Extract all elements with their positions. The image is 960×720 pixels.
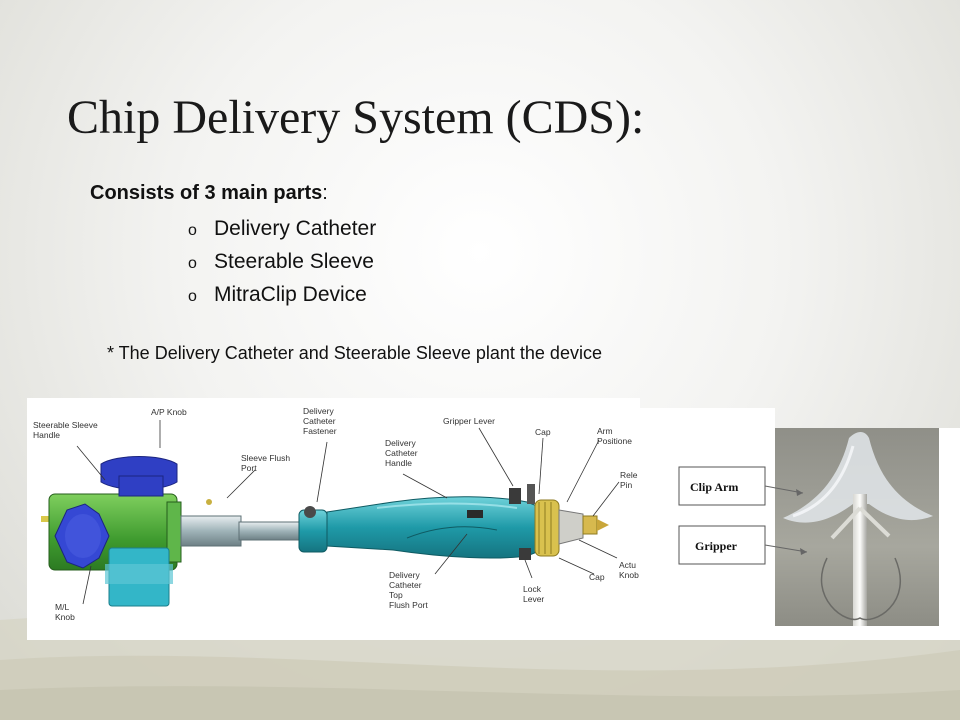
- clip-arm-callout: Clip Arm: [678, 466, 804, 506]
- list-item: o MitraClip Device: [188, 278, 376, 311]
- gripper-lever: [509, 488, 521, 504]
- part-label: MitraClip Device: [214, 283, 367, 306]
- bullet-glyph: o: [188, 255, 197, 272]
- part-label: Steerable Sleeve: [214, 250, 374, 273]
- label-delivery-catheter-fastener: Delivery Catheter Fastener: [303, 406, 338, 436]
- page-title: Chip Delivery System (CDS):: [67, 91, 645, 144]
- label-ap-knob: A/P Knob: [151, 407, 187, 417]
- label-lock-lever: Lock Lever: [523, 584, 544, 604]
- gripper-callout: Gripper: [678, 525, 808, 565]
- footnote: * The Delivery Catheter and Steerable Sl…: [107, 343, 602, 363]
- intro-colon: :: [322, 182, 328, 204]
- label-delivery-catheter-handle: Delivery Catheter Handle: [385, 438, 420, 468]
- cds-device-figure: Clip Arm Gripper: [27, 398, 960, 640]
- device-drawing: [41, 456, 609, 607]
- list-item: o Steerable Sleeve: [188, 245, 376, 278]
- label-cap-top: Cap: [535, 427, 551, 437]
- part-label: Delivery Catheter: [214, 217, 377, 240]
- label-ml-knob: M/L Knob: [55, 602, 75, 622]
- actuator-knob: [558, 509, 584, 545]
- label-cap-bottom: Cap: [589, 572, 605, 582]
- lock-lever: [519, 548, 531, 560]
- mitraclip-image: [783, 432, 933, 626]
- label-steerable-sleeve-handle: Steerable Sleeve Handle: [33, 420, 100, 440]
- list-item: o Delivery Catheter: [188, 212, 376, 245]
- leader-lines: [76, 420, 620, 605]
- label-gripper-lever: Gripper Lever: [443, 416, 495, 426]
- label-actuator-knob: Actu Knob: [619, 560, 639, 580]
- gripper-label: Gripper: [695, 539, 738, 553]
- intro-text: Consists of 3 main parts:: [90, 182, 328, 205]
- bullet-glyph: o: [188, 222, 197, 239]
- intro-bold: Consists of 3 main parts: [90, 182, 323, 204]
- diagram-labels: Steerable Sleeve Handle A/P Knob Deliver…: [33, 406, 640, 622]
- clip-arm-label: Clip Arm: [690, 480, 738, 494]
- callout-panel: [640, 408, 775, 640]
- label-sleeve-flush-port: Sleeve Flush Port: [241, 453, 293, 473]
- label-arm-positioner: Arm Positione: [597, 426, 632, 446]
- label-release-pin: Rele Pin: [620, 470, 640, 490]
- bullet-glyph: o: [188, 288, 197, 305]
- label-delivery-catheter-top-flush-port: Delivery Catheter Top Flush Port: [389, 570, 428, 610]
